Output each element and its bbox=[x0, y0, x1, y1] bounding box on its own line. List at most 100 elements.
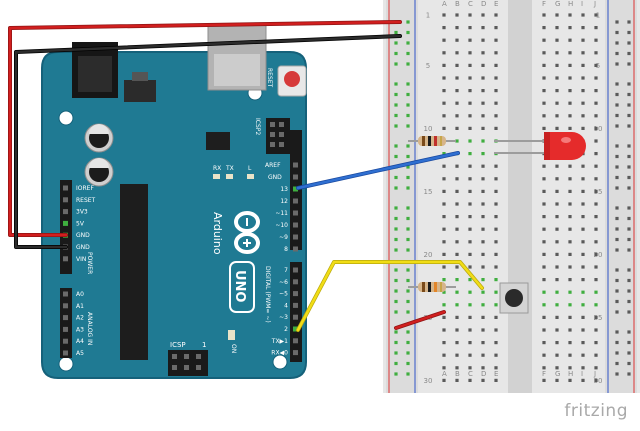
hole bbox=[481, 278, 485, 282]
hole bbox=[481, 202, 485, 206]
icsp-pin bbox=[172, 354, 177, 359]
column-letter-label: I bbox=[581, 370, 583, 378]
hole bbox=[594, 215, 598, 219]
hole bbox=[594, 63, 598, 67]
hole bbox=[568, 202, 572, 206]
hole bbox=[481, 101, 485, 105]
rail-hole bbox=[627, 278, 631, 283]
hole bbox=[468, 13, 472, 17]
rail-hole bbox=[627, 113, 631, 118]
hole bbox=[568, 89, 572, 93]
hole bbox=[581, 278, 585, 282]
rail-hole bbox=[627, 165, 631, 169]
hole bbox=[555, 303, 559, 307]
rail-hole bbox=[627, 186, 631, 190]
hole bbox=[594, 164, 598, 168]
hole bbox=[455, 38, 459, 42]
icsp-label: ICSP bbox=[170, 341, 186, 349]
hole bbox=[581, 114, 585, 118]
column-letter-label: G bbox=[555, 0, 560, 8]
rail-hole bbox=[406, 92, 410, 97]
column-letter-label: F bbox=[542, 0, 546, 8]
rail-hole bbox=[627, 361, 631, 366]
hole bbox=[481, 114, 485, 118]
rail-hole bbox=[406, 186, 410, 190]
rail-hole bbox=[615, 206, 619, 210]
column-letter-label: G bbox=[555, 370, 560, 378]
power-pin-label: VIN bbox=[76, 256, 86, 263]
rail-hole bbox=[406, 20, 410, 24]
hole bbox=[594, 139, 598, 143]
hole bbox=[468, 139, 472, 143]
hole bbox=[594, 328, 598, 332]
hole bbox=[468, 189, 472, 193]
hole bbox=[594, 341, 598, 345]
rail-hole bbox=[615, 113, 619, 118]
push-button[interactable] bbox=[499, 282, 529, 314]
digital-pin-label: ~3 bbox=[279, 314, 288, 321]
hole bbox=[442, 26, 446, 30]
digital-pin-label: ~9 bbox=[279, 234, 288, 241]
hole bbox=[442, 366, 446, 370]
hole bbox=[542, 101, 546, 105]
rail-hole bbox=[406, 361, 410, 366]
hole bbox=[568, 114, 572, 118]
hole bbox=[542, 164, 546, 168]
header-pin bbox=[63, 350, 68, 356]
hole bbox=[481, 139, 485, 143]
rail-hole bbox=[627, 289, 631, 293]
icsp2-header bbox=[266, 118, 290, 154]
hole bbox=[581, 265, 585, 269]
red-jumper-rail-core bbox=[394, 310, 446, 330]
rail-hole bbox=[627, 237, 631, 242]
red-wire-5v-core bbox=[8, 20, 402, 237]
hole bbox=[494, 13, 498, 17]
hole bbox=[494, 101, 498, 105]
hole bbox=[481, 227, 485, 231]
hole bbox=[442, 240, 446, 244]
hole bbox=[542, 114, 546, 118]
rail-hole bbox=[627, 206, 631, 210]
icsp2-pin bbox=[270, 122, 275, 127]
hole bbox=[494, 51, 498, 55]
hole bbox=[542, 126, 546, 130]
hole bbox=[581, 38, 585, 42]
hole bbox=[568, 303, 572, 307]
header-pin bbox=[63, 256, 68, 262]
breadboard-holes bbox=[394, 13, 631, 382]
hole bbox=[442, 114, 446, 118]
rail-hole bbox=[627, 144, 631, 148]
icsp-pin bbox=[184, 365, 189, 370]
icsp-pin bbox=[184, 354, 189, 359]
hole bbox=[494, 278, 498, 282]
reset-button-cap[interactable] bbox=[284, 71, 300, 87]
hole bbox=[481, 76, 485, 80]
hole bbox=[442, 227, 446, 231]
hole bbox=[468, 341, 472, 345]
rail-hole bbox=[615, 268, 619, 272]
digital-pin-label: 2 bbox=[284, 326, 288, 333]
hole bbox=[455, 101, 459, 105]
header-pin bbox=[293, 291, 298, 297]
rail-hole bbox=[627, 310, 631, 314]
column-letter-label: H bbox=[568, 370, 573, 378]
rail-hole bbox=[615, 124, 619, 128]
hole bbox=[468, 303, 472, 307]
rail-hole bbox=[615, 248, 619, 252]
rail-hole bbox=[406, 165, 410, 169]
hole bbox=[481, 341, 485, 345]
hole bbox=[568, 328, 572, 332]
mounting-hole bbox=[58, 110, 74, 126]
digital-pin-label: 7 bbox=[284, 267, 288, 274]
hole bbox=[594, 152, 598, 156]
reset-label: RESET bbox=[266, 68, 273, 88]
hole bbox=[494, 164, 498, 168]
hole bbox=[594, 303, 598, 307]
hole bbox=[442, 278, 446, 282]
rail-hole bbox=[627, 227, 631, 231]
header-pin bbox=[293, 302, 298, 308]
rail-hole bbox=[394, 175, 398, 180]
row-number-label: 30 bbox=[424, 377, 433, 385]
